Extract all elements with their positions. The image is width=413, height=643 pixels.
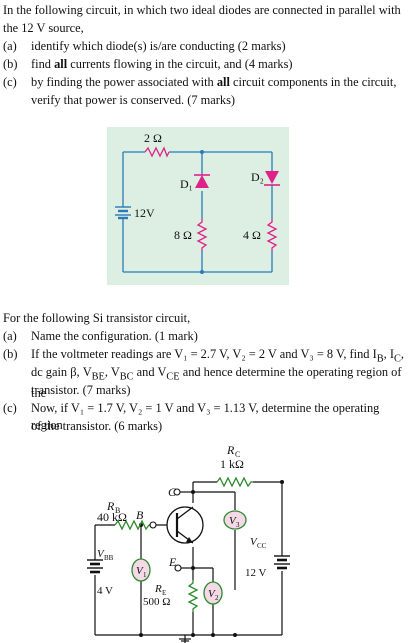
r-left-label: 8 Ω (174, 228, 192, 242)
vbb-sub: BB (104, 554, 114, 562)
q2-b-line2-pre: dc gain β, V (31, 365, 92, 379)
rb-name: R (106, 499, 115, 513)
resistor-rb-symbol (114, 519, 150, 531)
q2-item-b-line1: If the voltmeter readings are V₁ = 2.7 V… (31, 346, 407, 367)
q2-item-a-text: Name the configuration. (1 mark) (31, 329, 198, 343)
d2-label: D₂ (251, 170, 264, 184)
rc-name: R (226, 443, 235, 457)
q2-b-sub-be: BE (91, 371, 105, 383)
q2-b-sub-bc: BC (119, 371, 134, 383)
d1-label: D₁ (180, 177, 193, 191)
q1-item-c-label: (c) (3, 75, 17, 89)
transistor-emitter-arrow (186, 537, 193, 543)
v3-name: V (229, 515, 237, 527)
ground-icon (179, 638, 191, 642)
diode-d2-symbol (265, 171, 279, 184)
c-node-label: C (168, 485, 177, 499)
q1-item-c-pre: by finding the power associated with (31, 75, 217, 89)
q2-item-b-label: (b) (3, 347, 18, 361)
q2-b-line1-e: , (400, 347, 404, 361)
q1-item-c-text: by finding the power associated with all… (31, 74, 407, 91)
circuit-wires (122, 151, 273, 273)
resistor-rc-symbol (216, 476, 253, 488)
q1-item-b-bold: all (54, 57, 68, 71)
resistor-8ohm-symbol (196, 219, 208, 251)
q1-item-c-text2: verify that power is conserved. (7 marks… (31, 93, 236, 107)
q2-item-c-line2-text: of the transistor. (6 marks) (31, 419, 163, 433)
resistor-re-symbol (187, 580, 199, 612)
voltmeter-v3: V 3 (223, 510, 247, 530)
vcc-sub: CC (257, 542, 267, 550)
re-name: R (154, 583, 162, 595)
terminal-c (173, 488, 181, 496)
rb-value: 40 kΩ (97, 510, 127, 524)
voltmeter-v2: V 2 (203, 581, 223, 605)
q1-item-a-label: (a) (3, 39, 17, 53)
q1-item-b-label: (b) (3, 57, 18, 71)
voltmeter-v1: V 1 (131, 558, 151, 582)
r-right-label: 4 Ω (243, 228, 261, 242)
v2-sub: 2 (215, 594, 219, 602)
q2-item-c-label: (c) (3, 401, 17, 415)
diode-circuit: 2 Ω D₁ D₂ 12V 8 Ω 4 Ω (107, 127, 289, 285)
vbb-value: 4 V (97, 585, 113, 597)
vcc-name: V (250, 536, 258, 548)
q2-b-sub-ce: CE (166, 371, 180, 383)
vbb-name: V (97, 548, 105, 560)
rc-value: 1 kΩ (220, 457, 244, 471)
q2-intro: For the following Si transistor circuit, (3, 311, 191, 325)
node-dots (139, 480, 284, 637)
junction-dot (200, 150, 204, 154)
terminal-b (149, 521, 157, 529)
q2-b-line2-and: and V (133, 365, 167, 379)
transistor-collector-lead (176, 506, 194, 520)
vcc-value: 12 V (245, 567, 267, 579)
q2-b-line2-post: and hence determine the operating region… (31, 365, 402, 401)
q1-item-b-pre: find (31, 57, 55, 71)
transistor-circuit-drawing: V 1 V 2 V 3 R C 1 kΩ R B 40 kΩ B C E V B… (87, 443, 290, 643)
diode-circuit-drawing: 2 Ω D₁ D₂ 12V 8 Ω 4 Ω (115, 131, 280, 274)
rc-sub: C (235, 450, 240, 459)
q1-item-c-bold: all (216, 75, 230, 89)
diode-d1-symbol (195, 175, 209, 188)
resistor-2ohm-symbol (144, 146, 170, 158)
q2-item-b-line3-text: transistor. (7 marks) (31, 383, 131, 397)
v3-sub: 3 (236, 521, 240, 529)
circuit2-wires (94, 481, 283, 643)
battery-vcc-icon (274, 555, 290, 570)
q1-item-a-text: identify which diode(s) is/are conductin… (31, 39, 286, 53)
q1-item-b-text: find all currents flowing in the circuit… (31, 56, 407, 73)
q2-b-sub-b: B (376, 353, 384, 365)
q2-b-sub-c: C (393, 353, 401, 365)
transistor-circuit: V 1 V 2 V 3 R C 1 kΩ R B 40 kΩ B C E V B… (85, 440, 310, 643)
battery-vbb-icon (87, 559, 103, 574)
r-top-label: 2 Ω (144, 131, 162, 145)
re-sub: E (162, 589, 166, 597)
rb-sub: B (115, 506, 120, 515)
re-value: 500 Ω (143, 596, 170, 608)
b-node-label: B (136, 508, 144, 522)
q2-item-b-line2-text: dc gain β, VBE, VBC and VCE and hence de… (31, 364, 407, 402)
q1-item-c-post: circuit components in the circuit, (229, 75, 397, 89)
source-label: 12V (134, 206, 155, 220)
q2-b-line1-c: , I (383, 347, 394, 361)
q1-intro-line2: the 12 V source, (3, 21, 84, 35)
resistor-4ohm-symbol (266, 219, 278, 251)
q2-b-line1-text: If the voltmeter readings are V₁ = 2.7 V… (31, 347, 377, 361)
q2-item-a-label: (a) (3, 329, 17, 343)
v2-name: V (208, 588, 216, 600)
v1-sub: 1 (143, 571, 147, 579)
junction-dot (200, 270, 204, 274)
v1-name: V (136, 565, 144, 577)
e-node-label: E (168, 555, 177, 569)
q2-item-c-line1: Now, if V₁ = 1.7 V, V₂ = 1 V and V₃ = 1.… (31, 401, 380, 432)
q2-b-line2-mid: , V (104, 365, 120, 379)
q1-intro-line1: In the following circuit, in which two i… (3, 3, 401, 17)
q1-item-b-post: currents flowing in the circuit, and (4 … (67, 57, 293, 71)
terminal-e (174, 564, 182, 572)
